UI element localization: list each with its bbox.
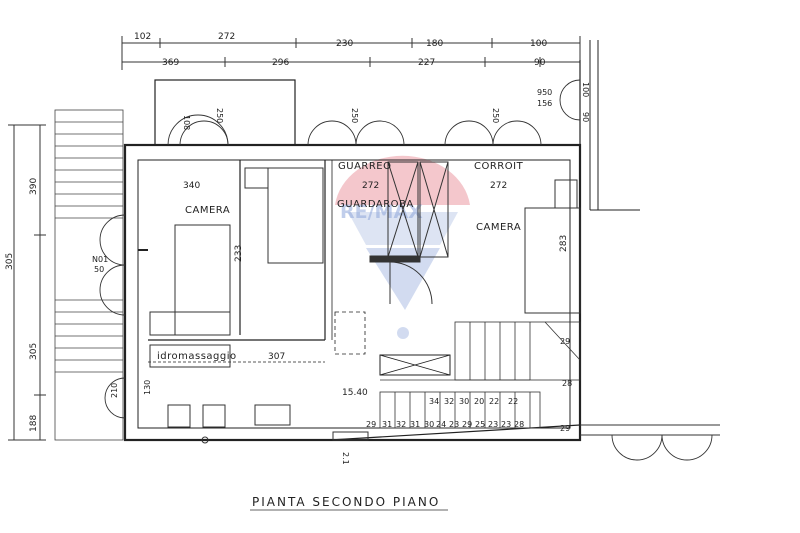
corroit-label: CORROIT	[474, 161, 524, 172]
stair-lower-11: 28	[514, 420, 524, 429]
win-label-g: 50	[94, 265, 104, 274]
dim-left-305a: 305	[5, 253, 15, 270]
bathroom-fixtures	[149, 344, 369, 444]
dim-top-102: 102	[134, 32, 151, 42]
idromassaggio-label: idromassaggio	[157, 351, 237, 362]
win-label-b: 250	[215, 108, 224, 123]
top-dimension-lines	[121, 36, 581, 70]
remax-watermark	[335, 155, 470, 339]
stair-lower-9: 23	[488, 420, 498, 429]
dim-156: 156	[537, 99, 552, 108]
left-staircase	[54, 109, 124, 441]
dim-top-227: 227	[418, 58, 435, 68]
win-label-f: 90	[581, 112, 590, 122]
dim-340: 340	[183, 181, 200, 191]
dim-950: 950	[537, 88, 552, 97]
dim-left-188: 188	[29, 415, 39, 432]
stair-lower-10: 23	[501, 420, 511, 429]
stair-upper-4: 22	[489, 397, 499, 406]
win-label-d: 250	[491, 108, 500, 123]
win-label-h: N01	[92, 255, 108, 264]
dim-top-369: 369	[162, 58, 179, 68]
dim-233: 233	[234, 245, 244, 262]
stair-lower-2: 32	[396, 420, 406, 429]
stair-upper-3: 20	[474, 397, 484, 406]
stair-lower-3: 31	[410, 420, 420, 429]
dim-272a: 272	[362, 181, 379, 191]
stair-lower-0: 29	[366, 420, 376, 429]
dim-283: 283	[559, 235, 569, 252]
stair-lower-5: 24	[436, 420, 446, 429]
bottom-small-label: 2.1	[341, 452, 350, 465]
dim-left-390: 390	[29, 178, 39, 195]
stair-upper-0: 34	[429, 397, 439, 406]
stair-lower-1: 31	[382, 420, 392, 429]
dim-29a: 29	[560, 337, 570, 346]
dim-left-305b: 305	[29, 343, 39, 360]
dim-top-272: 272	[218, 32, 235, 42]
door-swings	[99, 79, 720, 461]
stair-upper-1: 32	[444, 397, 454, 406]
dim-top-100: 100	[530, 39, 547, 49]
camera-right-label: CAMERA	[476, 222, 521, 233]
dim-top-90: 90	[534, 58, 546, 68]
stair-lower-6: 23	[449, 420, 459, 429]
dim-top-180: 180	[426, 39, 443, 49]
win-label-i: 210	[110, 383, 119, 398]
camera-left-label: CAMERA	[185, 205, 230, 216]
stair-lower-7: 29	[462, 420, 472, 429]
plan-title: PIANTA SECONDO PIANO	[252, 495, 440, 509]
win-label-a: 108	[182, 115, 191, 130]
stair-lower-4: 30	[424, 420, 434, 429]
guardaroba-label: GUARDAROBA	[337, 199, 414, 210]
beds	[149, 167, 581, 336]
stair-upper-2: 30	[459, 397, 469, 406]
dim-28: 28	[562, 379, 572, 388]
guardaroba-cabinets	[369, 161, 449, 305]
right-staircase	[379, 321, 581, 429]
dim-130: 130	[143, 380, 152, 395]
guarreo-label: GUARREO	[338, 161, 392, 172]
stair-lower-8: 25	[475, 420, 485, 429]
left-dimension-lines	[8, 124, 46, 441]
dim-top-296: 296	[272, 58, 289, 68]
win-label-c: 250	[350, 108, 359, 123]
dim-top-230: 230	[336, 39, 353, 49]
stair-upper-5: 22	[508, 397, 518, 406]
dim-29b: 29	[560, 424, 570, 433]
dim-307: 307	[268, 352, 285, 362]
dim-272b: 272	[490, 181, 507, 191]
win-label-e: 100	[581, 82, 590, 97]
dim-1540: 15.40	[342, 388, 368, 398]
